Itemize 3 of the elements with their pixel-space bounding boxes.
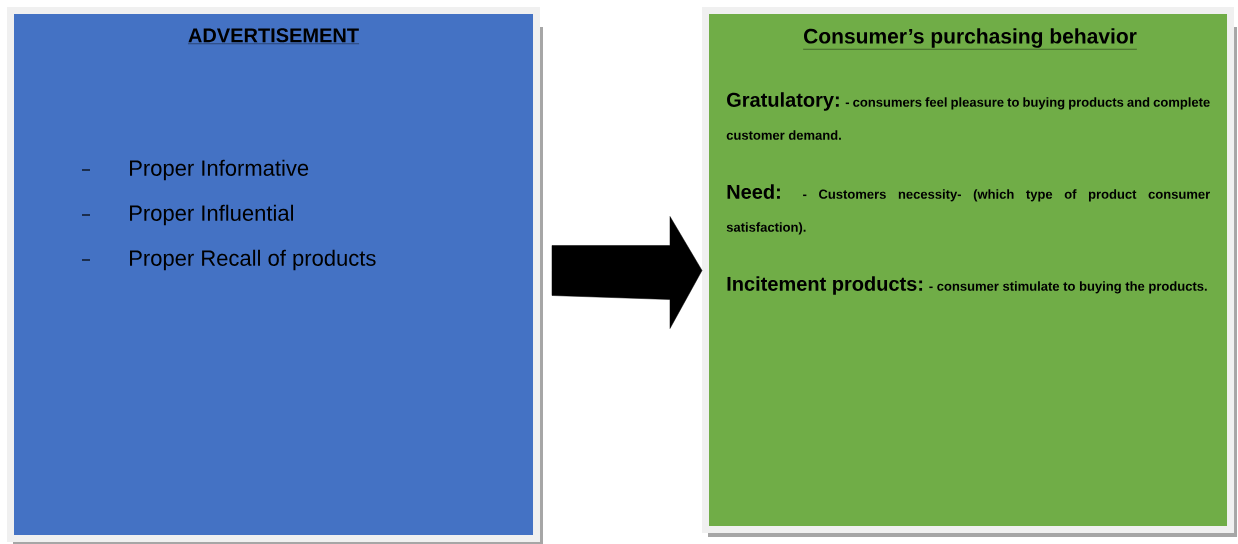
content-box: ADVERTISEMENT Proper Informative Proper Influential Proper Recall of products [7, 7, 543, 544]
block-arrow [551, 216, 703, 329]
content-box: Consumer’s purchasing behavior Gratulatory: - consumers feel pleasure to buying products and complete customer demand. Need: - Customers necessity- (which type of product consumer satisfaction). Incitement products: - consumer stimulate to buying the products. [702, 7, 1237, 537]
